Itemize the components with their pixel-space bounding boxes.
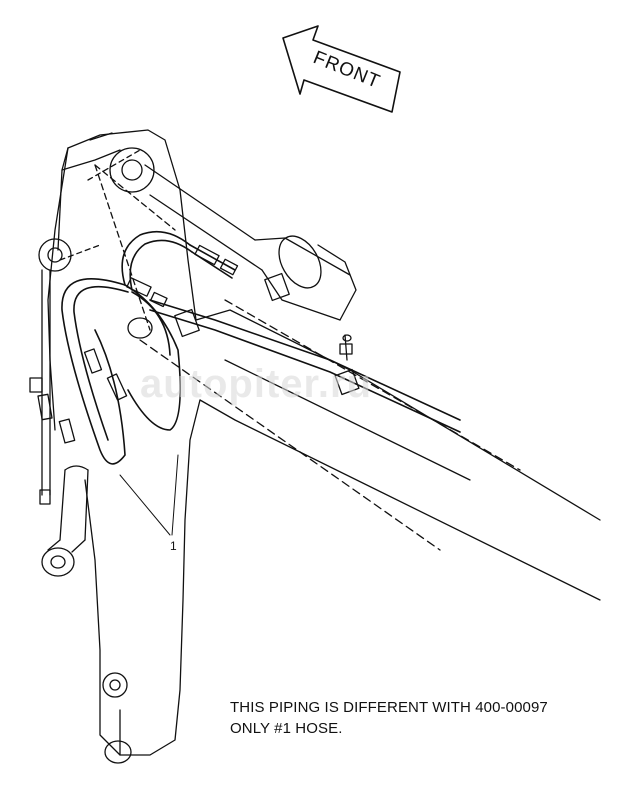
arm-cylinder — [109, 147, 357, 321]
note-line-2: ONLY #1 HOSE. — [230, 720, 343, 737]
boom-body — [47, 129, 601, 756]
boom-pins — [102, 317, 153, 764]
callout-number: 1 — [170, 539, 177, 553]
hose-loops — [61, 230, 461, 465]
callout-1-leader: 1 — [119, 454, 179, 553]
note-line-1: THIS PIPING IS DIFFERENT WITH 400-00097 — [230, 699, 548, 716]
hose-fittings — [29, 244, 239, 505]
watermark: autopiter.ru — [140, 362, 373, 406]
piping-note: THIS PIPING IS DIFFERENT WITH 400-00097 … — [230, 697, 548, 739]
front-arrow: FRONT — [282, 25, 401, 113]
hose-clamps — [174, 272, 360, 396]
boom-cylinder — [38, 238, 89, 577]
